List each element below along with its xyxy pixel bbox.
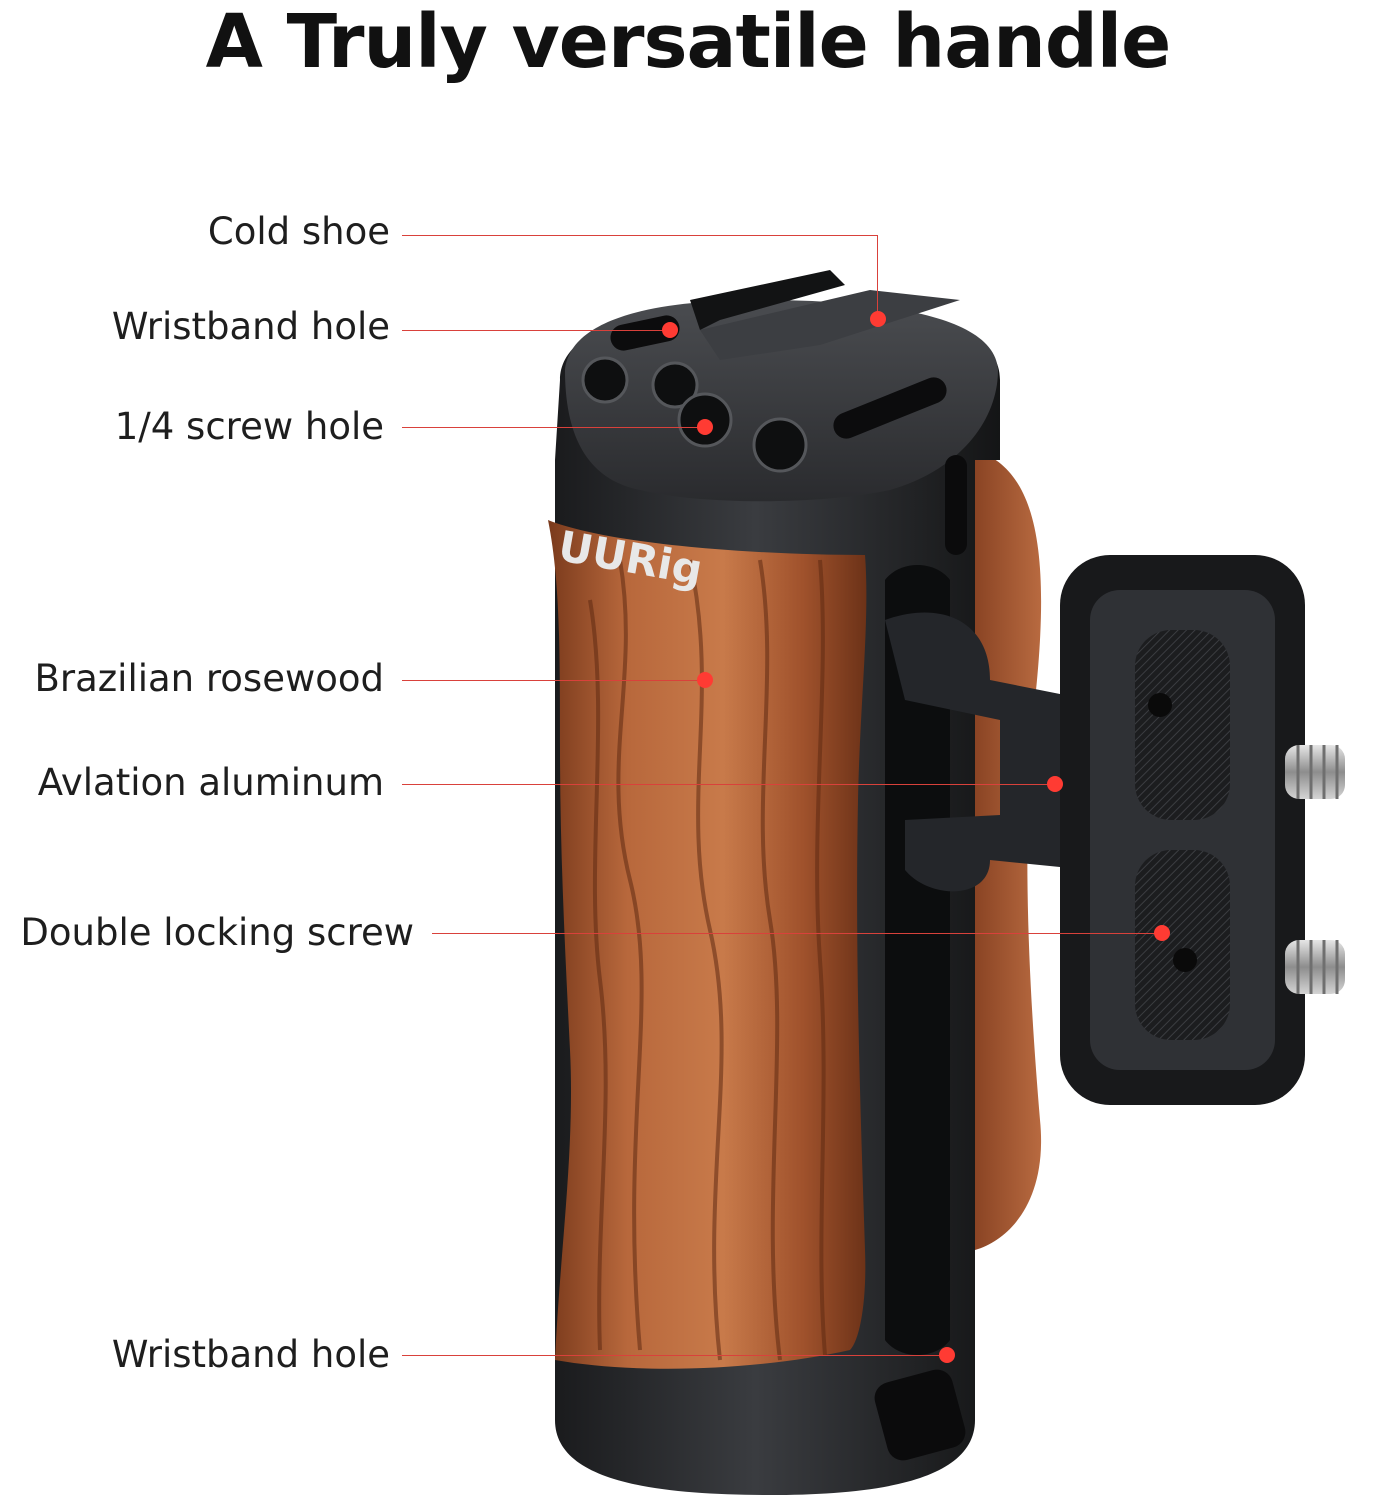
bottom-wristband-slot <box>874 1369 966 1461</box>
threaded-screw-bottom <box>1285 940 1345 994</box>
threaded-screw-top <box>1285 745 1345 799</box>
callout-locking-screw-label: Double locking screw <box>20 911 414 954</box>
callout-aluminum-label: Avlation aluminum <box>37 761 384 804</box>
leader-wristband-hole-top <box>402 330 670 331</box>
top-wristband-slot-right <box>833 377 947 439</box>
front-wood-panel <box>548 520 867 1369</box>
leader-cold-shoe <box>402 235 878 236</box>
marker-rosewood <box>697 672 713 688</box>
callout-cold-shoe-label: Cold shoe <box>207 210 390 253</box>
grip-channel <box>885 565 950 1355</box>
callout-wristband-hole-top-label: Wristband hole <box>111 305 390 348</box>
screw-hole-2 <box>651 361 699 409</box>
locking-knob-bottom <box>1135 850 1230 1040</box>
marker-cold-shoe <box>870 311 886 327</box>
marker-screw-hole <box>697 419 713 435</box>
marker-locking-screw <box>1154 925 1170 941</box>
cold-shoe-rail <box>690 270 845 330</box>
top-plate <box>565 300 998 502</box>
leader-rosewood <box>402 680 705 681</box>
cold-shoe-slot <box>700 290 960 360</box>
callout-rosewood-label: Brazilian rosewood <box>34 657 384 700</box>
leader-aluminum <box>402 784 1055 785</box>
marker-wristband-hole-bottom <box>939 1347 955 1363</box>
screw-hole-4 <box>752 417 808 473</box>
marker-aluminum <box>1047 776 1063 792</box>
locking-knob-top <box>1135 630 1230 820</box>
callout-wristband-hole-bottom-label: Wristband hole <box>111 1333 390 1376</box>
page-title: A Truly versatile handle <box>205 0 1172 85</box>
marker-wristband-hole-top <box>662 322 678 338</box>
leader-screw-hole <box>402 427 705 428</box>
mounting-arm <box>885 612 1090 892</box>
leader-locking-screw <box>432 933 1162 934</box>
top-wristband-slot <box>610 315 680 351</box>
leader-wristband-hole-bottom <box>402 1355 947 1356</box>
callout-screw-hole-label: 1/4 screw hole <box>114 405 384 448</box>
screw-hole-1 <box>581 356 629 404</box>
wood-grain <box>588 559 827 1361</box>
leader-cold-shoe-vertical <box>877 235 878 319</box>
